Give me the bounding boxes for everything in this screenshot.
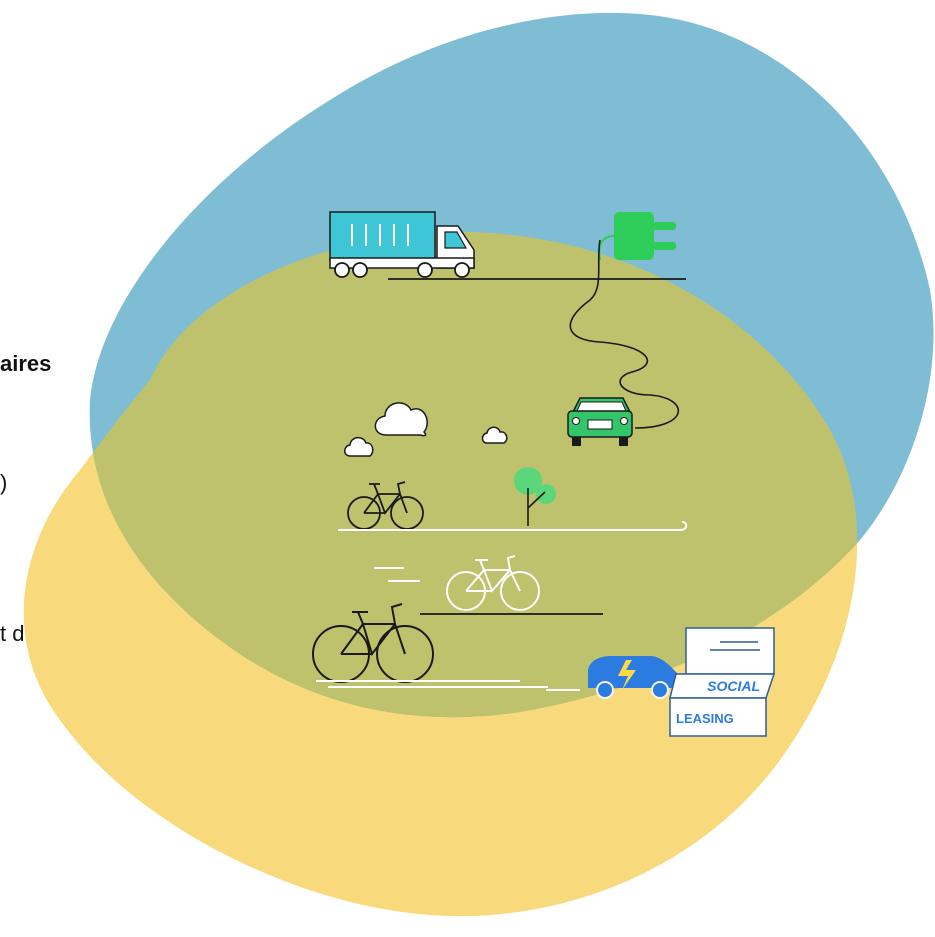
road-line-middle — [338, 521, 688, 531]
truck-icon — [329, 211, 475, 278]
sticker-line-2: LEASING — [676, 711, 734, 726]
charging-cable — [569, 239, 679, 429]
overlap-region — [89, 231, 858, 718]
plug-icon — [598, 212, 676, 261]
car-icon — [567, 397, 633, 446]
cloud-icon — [374, 402, 428, 437]
text-fragment-top: aires — [0, 351, 52, 376]
electric-car-icon — [588, 656, 685, 699]
sticker-line-1: SOCIAL — [707, 678, 760, 694]
text-fragment-middle: ) — [0, 470, 8, 495]
bicycle-icon — [446, 555, 540, 611]
social-leasing-sticker: SOCIAL LEASING — [669, 627, 776, 737]
tree-icon — [514, 467, 556, 526]
cloud-icon — [481, 426, 508, 444]
cloud-icon — [344, 436, 374, 457]
